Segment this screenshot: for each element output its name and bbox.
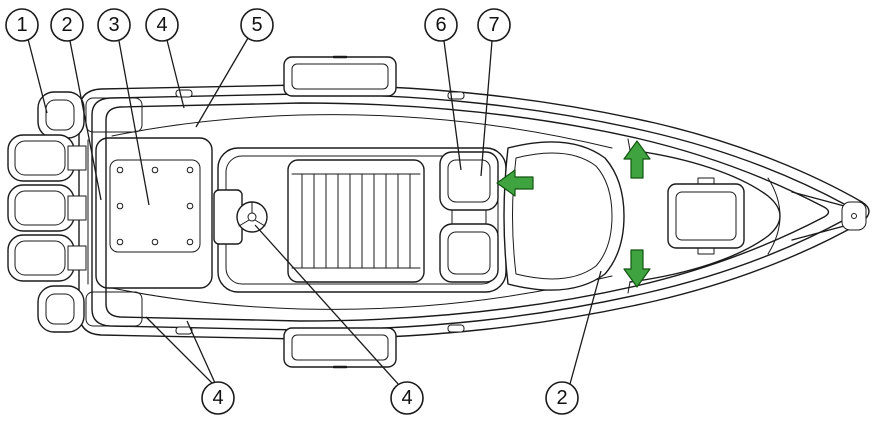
callout-4-bottom-center-label: 4: [401, 387, 412, 409]
outboard-engine-3: [7, 234, 87, 282]
callout-4-top: 4: [145, 8, 179, 42]
leader-3: [118, 40, 150, 206]
leader-1: [27, 38, 48, 114]
callout-4-bottom-left-label: 4: [212, 387, 223, 409]
callout-4-bottom-left: 4: [201, 381, 235, 415]
helm-seats: [439, 151, 499, 283]
callout-2-bottom: 2: [545, 381, 579, 415]
leader-4-bottom-left-b: [186, 320, 216, 384]
callout-1: 1: [5, 8, 39, 42]
tube-inner-line: [105, 102, 830, 322]
bow-table: [667, 177, 745, 255]
console-windscreen: [503, 141, 625, 291]
callout-4-top-label: 4: [156, 14, 167, 36]
callout-2-bottom-label: 2: [556, 387, 567, 409]
side-deck-line-starboard: [111, 275, 613, 310]
callout-6-label: 6: [435, 14, 446, 36]
callout-7: 7: [477, 8, 511, 42]
outboard-engine-1: [7, 134, 87, 182]
callout-6: 6: [424, 8, 458, 42]
callout-4-bottom-center: 4: [390, 381, 424, 415]
green-arrow-left: [496, 169, 534, 197]
callout-7-label: 7: [488, 14, 499, 36]
leader-5: [195, 37, 249, 128]
callouts: 1 2 3 4 5 6 7 4: [5, 8, 579, 415]
callout-3: 3: [97, 8, 131, 42]
engine-hatch: [95, 137, 213, 289]
helm: [213, 189, 268, 245]
boat-illustration: [7, 55, 870, 369]
leader-6: [443, 40, 462, 171]
leader-4-bottom-left-a: [145, 316, 213, 384]
callout-2-top: 2: [50, 8, 84, 42]
stern-corner-cap-port: [37, 91, 85, 139]
callout-1-label: 1: [16, 14, 27, 36]
leader-4-top: [166, 39, 185, 109]
side-deck-line-port: [111, 114, 613, 149]
stern-corner-cap-starboard: [37, 285, 85, 333]
stern-step-starboard: [85, 291, 143, 327]
bow-details: [767, 177, 867, 255]
leader-2-top: [69, 40, 102, 201]
leader-7: [480, 40, 493, 177]
callout-3-label: 3: [108, 14, 119, 36]
fold-down-gate-top: [283, 55, 397, 97]
direction-arrows: [496, 140, 651, 288]
center-bench: [287, 159, 425, 283]
outboard-engine-2: [7, 184, 87, 232]
callout-leader-lines: [27, 37, 602, 386]
callout-5-label: 5: [251, 14, 262, 36]
stern-step-port: [85, 97, 143, 133]
callout-5: 5: [240, 8, 274, 42]
green-arrow-up: [623, 140, 651, 179]
callout-2-top-label: 2: [61, 14, 72, 36]
fold-down-gate-bottom: [283, 327, 397, 369]
leader-2-bottom: [569, 270, 602, 385]
green-arrow-down: [623, 249, 651, 288]
leader-4-bottom-center: [254, 224, 400, 386]
